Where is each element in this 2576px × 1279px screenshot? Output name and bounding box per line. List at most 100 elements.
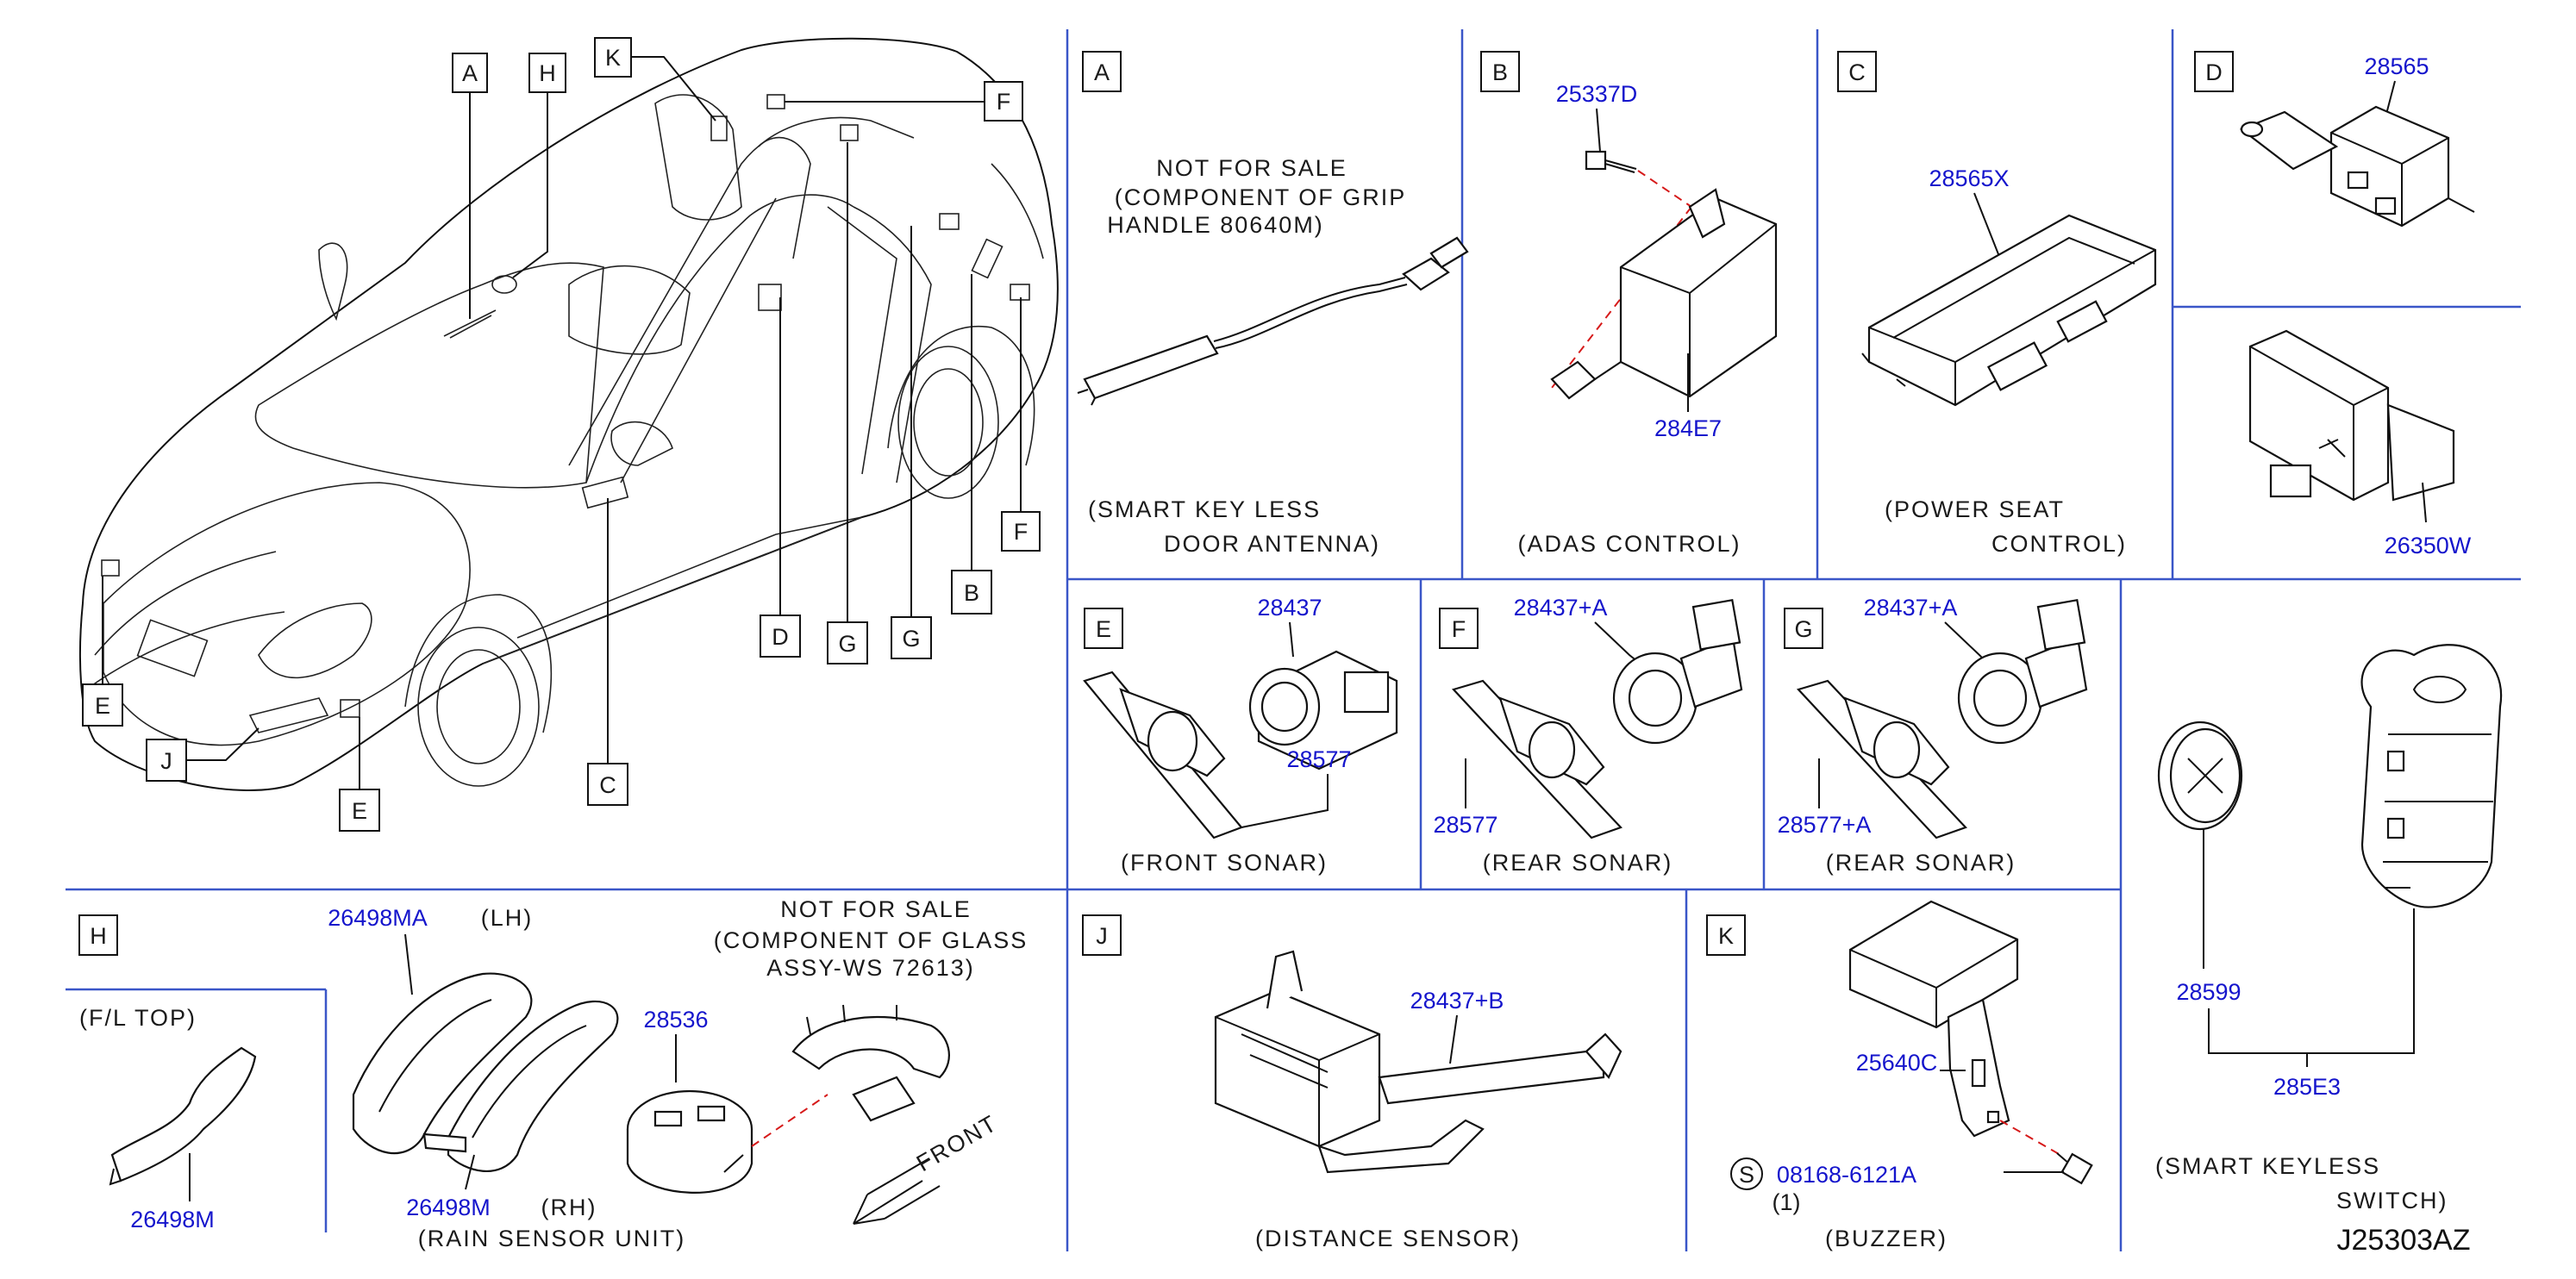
power-seat-control-drawing [1861, 214, 2157, 407]
callout-e-left-label: E [95, 693, 110, 719]
callout-h: H [512, 53, 566, 278]
panel-b-part-284e7: 284E7 [1654, 415, 1722, 441]
panel-e-part-28437: 28437 [1257, 595, 1322, 621]
panel-a-note-line-1: NOT FOR SALE [1156, 155, 1347, 181]
panel-smart-key: 28599 285E3 (SMART KEYLESS SWITCH) [2155, 644, 2503, 1213]
panel-g: G 28437+A 28577+A (REAR SONAR) [1778, 595, 2088, 876]
panel-e-part-28577: 28577 [1286, 746, 1351, 772]
panel-k-caption: (BUZZER) [1825, 1226, 1948, 1251]
panel-k-part-08168-6121a: 08168-6121A [1777, 1162, 1916, 1188]
rain-sensor-covers-drawing [352, 972, 619, 1173]
panel-k: K 25640C S 08168-6121A (1) (BUZZER) [1706, 900, 2093, 1251]
panel-h-part-26498m-fl: 26498M [130, 1207, 215, 1232]
adas-control-drawing [1550, 188, 1778, 400]
fl-top-cover-drawing [109, 1046, 257, 1186]
panel-h-note-line-3: ASSY-WS 72613) [766, 955, 975, 981]
callout-f-right: F [1001, 297, 1041, 552]
panel-d-letter: D [2205, 59, 2223, 85]
module-d-lower-drawing [2248, 329, 2455, 502]
panel-e-letter: E [1096, 616, 1111, 642]
panel-a-caption-line-2: DOOR ANTENNA) [1164, 531, 1380, 557]
panel-d-part-26350w: 26350W [2385, 533, 2472, 558]
panel-j-letter: J [1096, 923, 1108, 949]
panel-k-qty: (1) [1773, 1189, 1801, 1215]
callout-h-label: H [539, 60, 556, 86]
callout-f-top-label: F [997, 89, 1011, 115]
panel-h-note-line-1: NOT FOR SALE [780, 896, 972, 922]
screw-drawing [2056, 1152, 2093, 1185]
callout-e-left: E [82, 576, 123, 727]
panel-h-part-28536: 28536 [643, 1007, 708, 1033]
smart-key-fob-drawing [2360, 644, 2503, 908]
panel-b: B 25337D 284E7 (ADAS CONTROL) [1480, 51, 1778, 557]
panel-k-part-25640c: 25640C [1856, 1050, 1938, 1076]
panel-g-part-28577a: 28577+A [1778, 812, 1872, 838]
smart-key-part-285e3: 285E3 [2273, 1074, 2341, 1100]
callout-f-right-label: F [1014, 519, 1029, 545]
callout-g-right: G [891, 226, 932, 659]
panel-h-part-26498m-rh: 26498M [406, 1195, 491, 1220]
panel-h: H (F/L TOP) 26498M 26498MA (LH) 26498M (… [78, 896, 1029, 1251]
panel-h-sub-lh: (LH) [481, 905, 534, 931]
overview-callouts: A H K F F D G [82, 37, 1041, 832]
panel-g-part-28437a: 28437+A [1864, 595, 1958, 621]
car-overview [78, 37, 1059, 791]
panel-c-part-28565x: 28565X [1929, 165, 2009, 191]
panel-j-part-28437b: 28437+B [1410, 988, 1504, 1014]
panel-f-part-28577: 28577 [1433, 812, 1497, 838]
panel-c: C 28565X (POWER SEAT CONTROL) [1837, 51, 2157, 557]
panel-d: D 28565 26350W [2194, 51, 2475, 558]
panel-c-caption-line-2: CONTROL) [1991, 531, 2127, 557]
panel-h-letter: H [90, 923, 107, 949]
glass-bracket-drawing [791, 1004, 950, 1122]
callout-a: A [452, 53, 488, 319]
panel-a-caption-line-1: (SMART KEY LESS [1088, 496, 1321, 522]
callout-j-label: J [160, 748, 172, 774]
panel-f-caption: (REAR SONAR) [1483, 850, 1673, 876]
callout-b-label: B [964, 580, 979, 606]
panel-f-part-28437a: 28437+A [1514, 595, 1608, 621]
callout-j: J [146, 727, 259, 782]
panel-k-letter: K [1718, 923, 1734, 949]
buzzer-drawing [1848, 900, 2019, 1138]
panel-c-letter: C [1848, 59, 1866, 85]
panel-a-letter: A [1094, 59, 1110, 85]
panel-h-sub-rh: (RH) [541, 1195, 597, 1220]
module-d-upper-drawing [2239, 105, 2475, 228]
smart-key-caption-line-1: (SMART KEYLESS [2155, 1153, 2380, 1179]
panel-h-sub-fl-top: (F/L TOP) [79, 1005, 197, 1031]
coin-battery-drawing [2157, 721, 2243, 831]
distance-sensor-drawing [1214, 950, 1623, 1174]
bolt-drawing [1585, 150, 1637, 173]
rear-sonar-f-drawing [1451, 598, 1743, 839]
callout-g-left: G [827, 142, 868, 664]
panel-a: A NOT FOR SALE (COMPONENT OF GRIP HANDLE… [1077, 51, 1469, 557]
callout-c: C [587, 498, 628, 806]
front-sonar-drawing [1083, 650, 1398, 839]
panel-j-caption: (DISTANCE SENSOR) [1255, 1226, 1521, 1251]
panel-j: J 28437+B (DISTANCE SENSOR) [1082, 914, 1623, 1251]
callout-a-label: A [462, 60, 478, 86]
panel-b-part-25337d: 25337D [1556, 81, 1638, 107]
callout-d: D [760, 297, 801, 658]
rear-sonar-g-drawing [1796, 598, 2088, 839]
panel-h-part-26498ma: 26498MA [328, 905, 428, 931]
callout-g-right-label: G [902, 626, 920, 652]
callout-b: B [951, 274, 992, 615]
panel-h-note-line-2: (COMPONENT OF GLASS [714, 927, 1029, 953]
panel-dividers [66, 29, 2521, 1251]
panel-g-caption: (REAR SONAR) [1826, 850, 2016, 876]
panel-f: F 28437+A 28577 (REAR SONAR) [1433, 595, 1743, 876]
callout-d-label: D [772, 624, 789, 650]
panel-e: E 28437 28577 (FRONT SONAR) [1083, 595, 1398, 876]
door-antenna-drawing [1077, 236, 1469, 406]
panel-c-caption-line-1: (POWER SEAT [1885, 496, 2065, 522]
rain-sensor-unit-drawing [626, 1089, 753, 1194]
panel-k-s-mark: S [1739, 1162, 1754, 1188]
smart-key-part-28599: 28599 [2176, 979, 2241, 1005]
panel-b-letter: B [1492, 59, 1508, 85]
callout-k-label: K [605, 45, 621, 71]
panel-e-caption: (FRONT SONAR) [1121, 850, 1328, 876]
panel-f-letter: F [1452, 616, 1466, 642]
callout-e-bottom-label: E [352, 798, 367, 824]
